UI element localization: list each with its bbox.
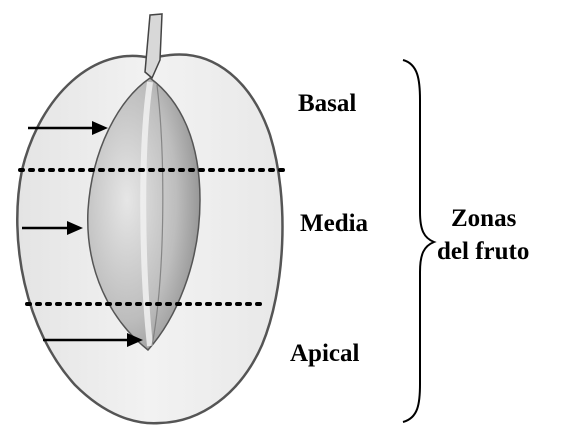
fruit-zones-group-label: Zonas del fruto (437, 202, 529, 268)
zone-label-basal: Basal (298, 90, 356, 118)
zone-label-apical: Apical (290, 340, 359, 368)
zones-brace (403, 60, 434, 422)
group-label-line2: del fruto (437, 235, 529, 268)
group-label-line1: Zonas (437, 202, 529, 235)
zone-label-media: Media (300, 210, 368, 238)
